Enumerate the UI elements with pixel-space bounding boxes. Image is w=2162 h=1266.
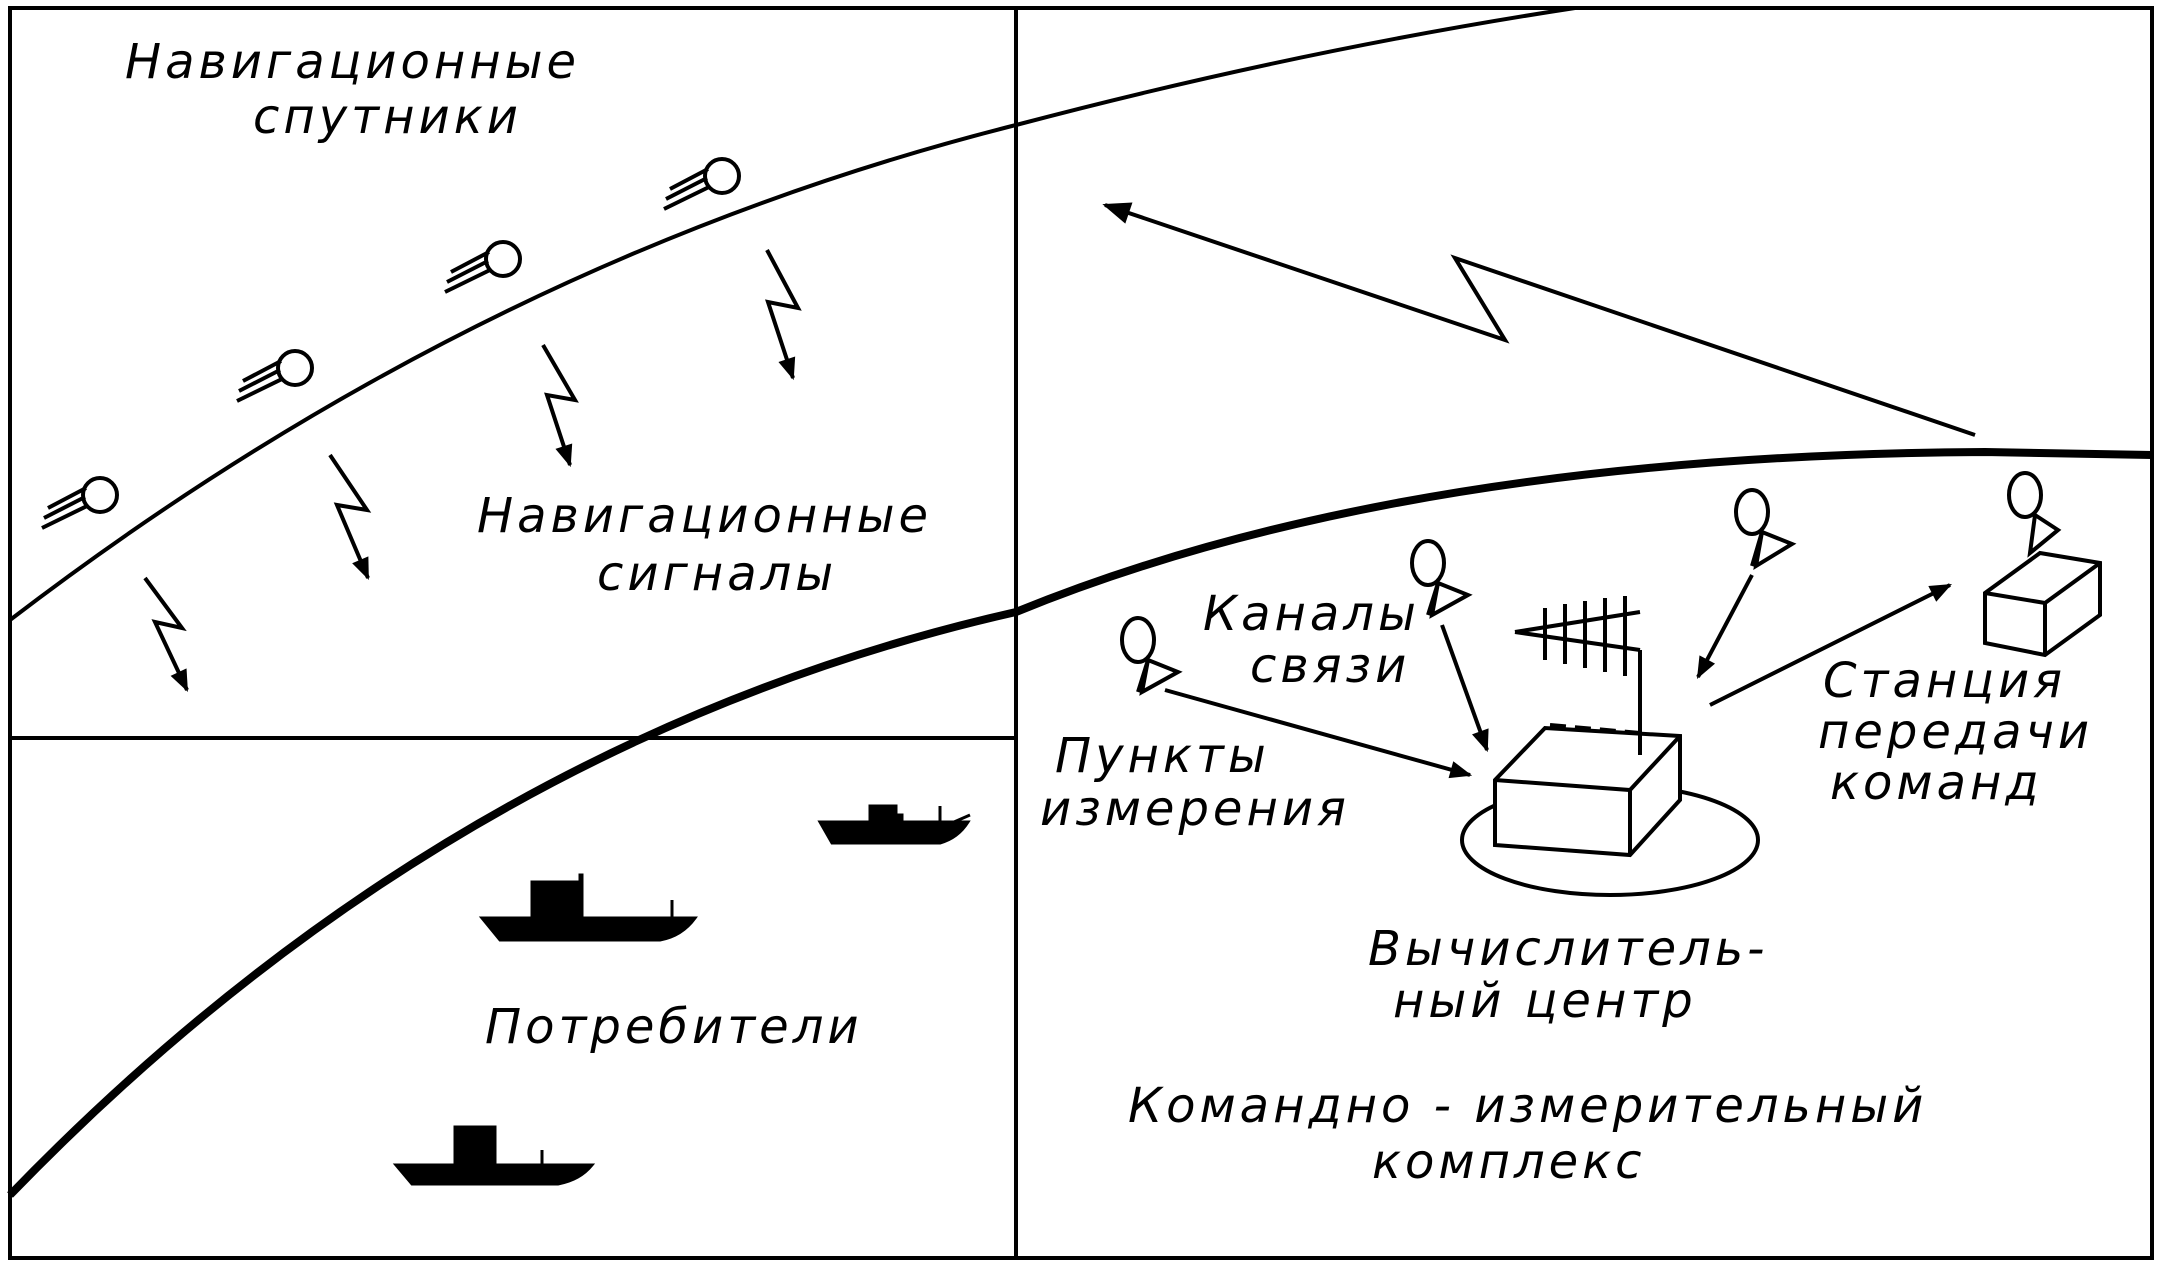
consumers-label: Потребители [485,999,863,1055]
ship-icon [392,1125,596,1186]
measurement-points-label: измерения [1040,781,1350,837]
nav-signal-arrow [765,249,802,381]
measurement-points-label: Пункты [1055,728,1270,784]
measurement-antenna-icon [1410,539,1473,619]
earth-surface-curve [7,447,2153,1198]
ship-icon [478,873,698,942]
outer-border [8,6,2154,1260]
command-complex-label: Командно - измерительный [1128,1078,1927,1134]
comm-channels-label: связи [1250,638,1410,694]
nav-signal-arrow [143,576,189,692]
satellite-icon [444,240,522,294]
command-station-label: Станция [1823,653,2066,709]
computing-center-icon [1460,596,1760,897]
diagram-frame [8,6,2154,1260]
nav-satellites-label: Навигационные [125,34,580,90]
satellite-icon [41,476,119,530]
computing-center-label: ный центр [1393,973,1697,1029]
comm-channel-arrow [1164,688,1473,779]
computing-center-label: Вычислитель- [1368,921,1768,977]
measurement-antenna-icon [1120,616,1183,696]
command-station-icon [1983,471,2102,658]
ship-icon [817,804,971,845]
measurement-antenna-icon [1734,488,1797,571]
nav-signal-arrow [328,453,372,581]
comm-channel-arrow [1440,624,1489,753]
command-station-label: передачи [1818,704,2093,760]
comm-channel-arrow [1696,574,1754,679]
satellite-icon [236,349,314,403]
command-complex-label: комплекс [1372,1134,1646,1190]
satellite-orbit-line [8,6,1576,622]
nav-satellites-label: спутники [253,89,522,145]
uplink-command-arrow [1102,202,1976,437]
command-station-label: команд [1830,755,2043,811]
nav-signals-label: сигналы [597,546,837,602]
command-link-arrow [1709,583,1952,707]
satellite-icon [663,157,741,211]
nav-signals-label: Навигационные [477,488,932,544]
nav-signal-arrow [541,343,579,468]
comm-channels-label: Каналы [1203,586,1420,642]
